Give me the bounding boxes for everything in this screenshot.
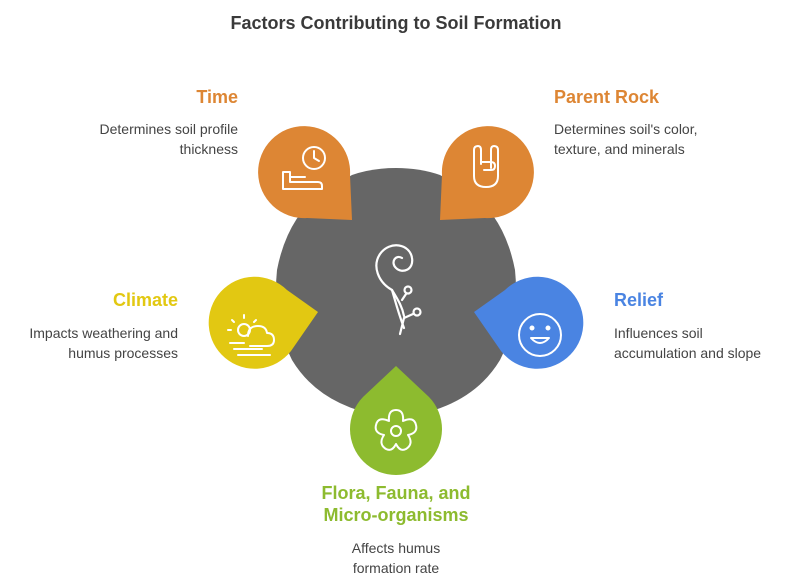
clock-hand-icon <box>282 146 326 190</box>
rock-hand-icon <box>473 145 499 188</box>
relief-teardrop <box>474 276 584 369</box>
factor-desc-line: humus processes <box>68 345 178 361</box>
factor-desc-time: Determines soil profile thickness <box>60 119 239 159</box>
factor-desc-line: Influences soil <box>614 325 703 341</box>
factor-desc-climate: Impacts weathering and humus processes <box>4 323 178 363</box>
factor-title-flora: Flora, Fauna, and Micro-organisms <box>276 482 516 526</box>
factor-desc-line: Impacts weathering and <box>29 325 178 341</box>
factor-desc-line: Determines soil profile <box>99 121 239 137</box>
factor-desc-line: texture, and minerals <box>554 141 685 157</box>
factor-desc-relief: Influences soil accumulation and slope <box>614 323 788 363</box>
factor-title-parent-rock: Parent Rock <box>554 87 660 107</box>
factor-title-line: Micro-organisms <box>323 505 469 525</box>
flower-icon <box>374 409 418 451</box>
factor-desc-line: Determines soil's color, <box>554 121 698 137</box>
flora-teardrop <box>350 366 442 476</box>
time-teardrop <box>258 126 352 220</box>
factor-title-line: Flora, Fauna, and <box>321 483 471 503</box>
factor-desc-flora: Affects humus formation rate <box>296 538 496 578</box>
factor-title-time: Time <box>196 87 238 107</box>
factor-desc-line: thickness <box>179 141 238 157</box>
sprout-icon <box>375 244 422 336</box>
factor-desc-line: Affects humus <box>351 540 441 556</box>
sun-cloud-wind-icon <box>227 314 275 356</box>
climate-teardrop <box>208 276 318 369</box>
factor-desc-parent-rock: Determines soil's color, texture, and mi… <box>554 119 774 159</box>
factor-desc-line: formation rate <box>352 560 440 576</box>
smiley-icon <box>518 313 562 357</box>
factor-title-climate: Climate <box>112 290 178 310</box>
diagram-title: Factors Contributing to Soil Formation <box>230 13 562 33</box>
center-pentagon <box>276 168 516 418</box>
factor-desc-line: accumulation and slope <box>614 345 762 361</box>
factor-title-relief: Relief <box>614 290 664 310</box>
parent-rock-teardrop <box>440 126 534 220</box>
